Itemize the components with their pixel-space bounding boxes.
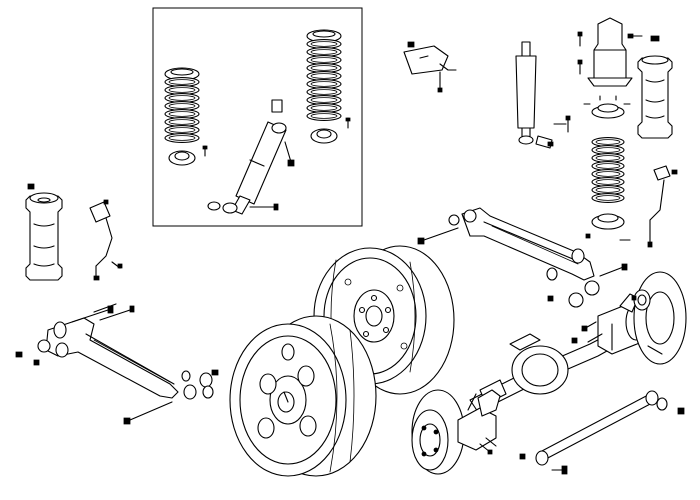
spring-coil-turn [306,111,342,121]
height-sensor-right [647,165,678,248]
inset-shock-absorber [202,99,351,215]
air-spring-right [637,35,673,139]
mounting-bracket [403,41,457,93]
coil-spring-right [591,137,625,203]
rear-shock-absorber [515,31,583,149]
air-spring-left [25,183,63,281]
brake-backing-plate-right [631,271,687,365]
brake-hub-left [411,389,501,475]
spring-coil-turn [591,193,625,203]
spring-seat-lower [310,128,338,144]
inset-spring-left [164,67,200,166]
wheel-rim-alloy [229,315,377,477]
spring-seat-lower-right [585,213,631,241]
height-sensor-left [89,199,123,281]
inset-frame [152,7,363,227]
trailing-arm-right [417,207,628,308]
wheel-rim-steel [313,245,455,395]
strut-tower [583,17,643,119]
trailing-arm-left [15,303,219,425]
spring-coil-turn [164,133,200,143]
panhard-rod [519,390,685,475]
spring-seat-lower [168,150,196,166]
inset-spring-right [306,29,342,144]
